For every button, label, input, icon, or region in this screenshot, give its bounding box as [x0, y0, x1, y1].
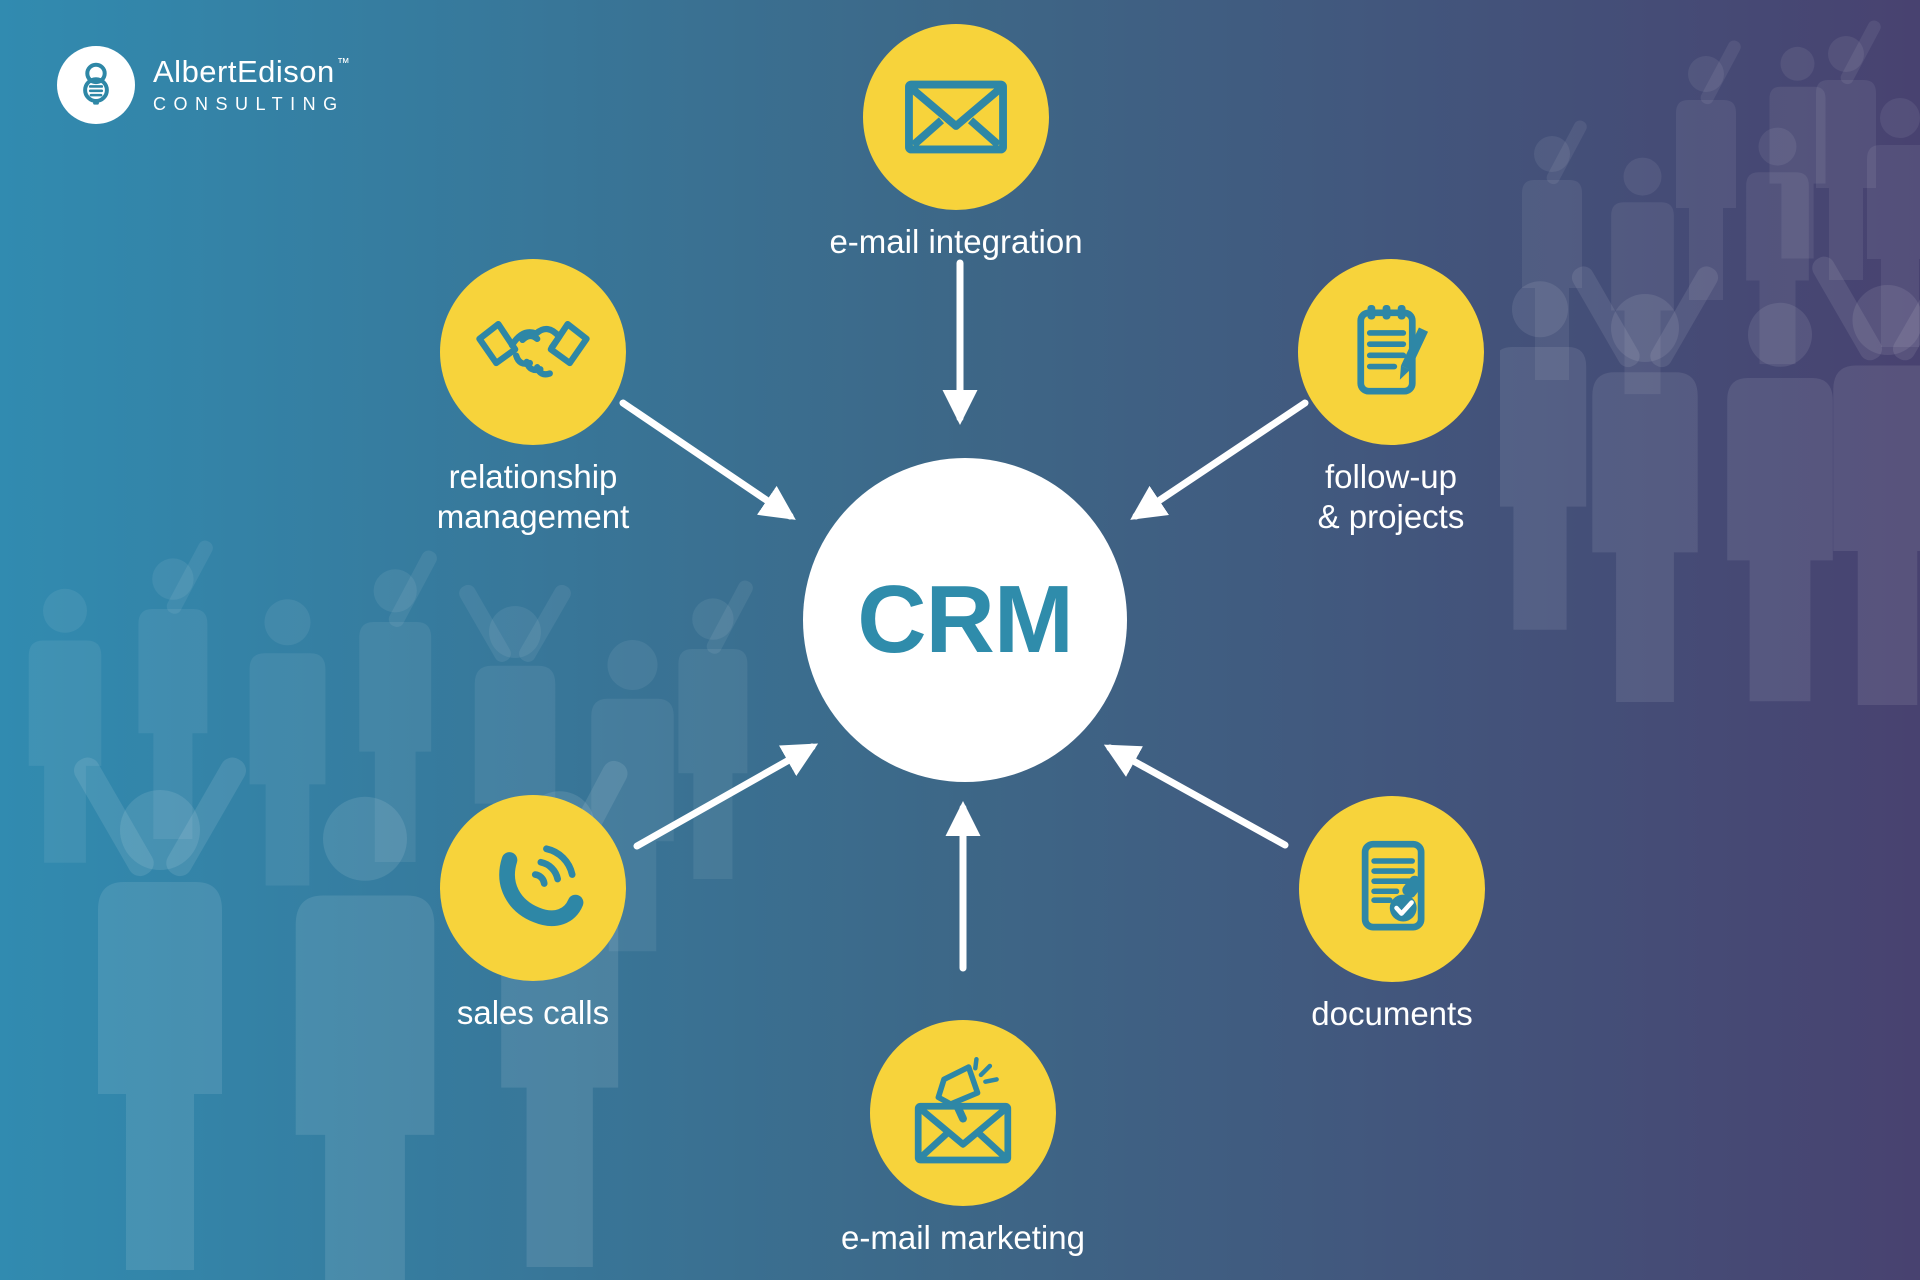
label-line: e-mail marketing — [841, 1219, 1085, 1256]
brand-subtitle: CONSULTING — [153, 94, 345, 115]
node-follow-up-projects: follow-up& projects — [1181, 259, 1601, 537]
node-label: e-mail integration — [829, 222, 1082, 262]
email-integration-bubble — [863, 24, 1049, 210]
envelope-icon — [905, 80, 1007, 154]
document-stamp-icon — [1361, 840, 1425, 931]
node-label: documents — [1311, 994, 1472, 1034]
node-label: sales calls — [457, 993, 609, 1033]
relationship-bubble — [440, 259, 626, 445]
node-sales-calls: sales calls — [323, 795, 743, 1033]
label-line: sales calls — [456, 994, 610, 1031]
handshake-icon — [476, 320, 590, 377]
label-line: e-mail integration — [829, 223, 1083, 260]
email-marketing-bubble — [870, 1020, 1056, 1206]
notepad-pencil-icon — [1357, 304, 1429, 395]
documents-bubble — [1299, 796, 1485, 982]
crm-title: CRM — [857, 566, 1074, 673]
node-email-marketing: e-mail marketing — [753, 1020, 1173, 1258]
follow-up-bubble — [1298, 259, 1484, 445]
brand-name: AlbertEdison — [153, 53, 335, 89]
label-line: & projects — [1317, 498, 1465, 535]
label-line: follow-up — [1324, 458, 1458, 495]
label-line: management — [436, 498, 630, 535]
envelope-megaphone-icon — [914, 1057, 1012, 1164]
sales-calls-bubble — [440, 795, 626, 981]
phone-waves-icon — [499, 845, 584, 926]
lightbulb-icon — [57, 46, 135, 124]
trademark-symbol: ™ — [336, 54, 351, 70]
crm-center-node: CRM — [803, 458, 1127, 782]
label-line: documents — [1311, 995, 1473, 1032]
node-email-integration: e-mail integration — [746, 24, 1166, 262]
node-label: follow-up& projects — [1318, 457, 1465, 537]
node-label: e-mail marketing — [841, 1218, 1085, 1258]
label-line: relationship — [448, 458, 618, 495]
node-documents: documents — [1182, 796, 1602, 1034]
